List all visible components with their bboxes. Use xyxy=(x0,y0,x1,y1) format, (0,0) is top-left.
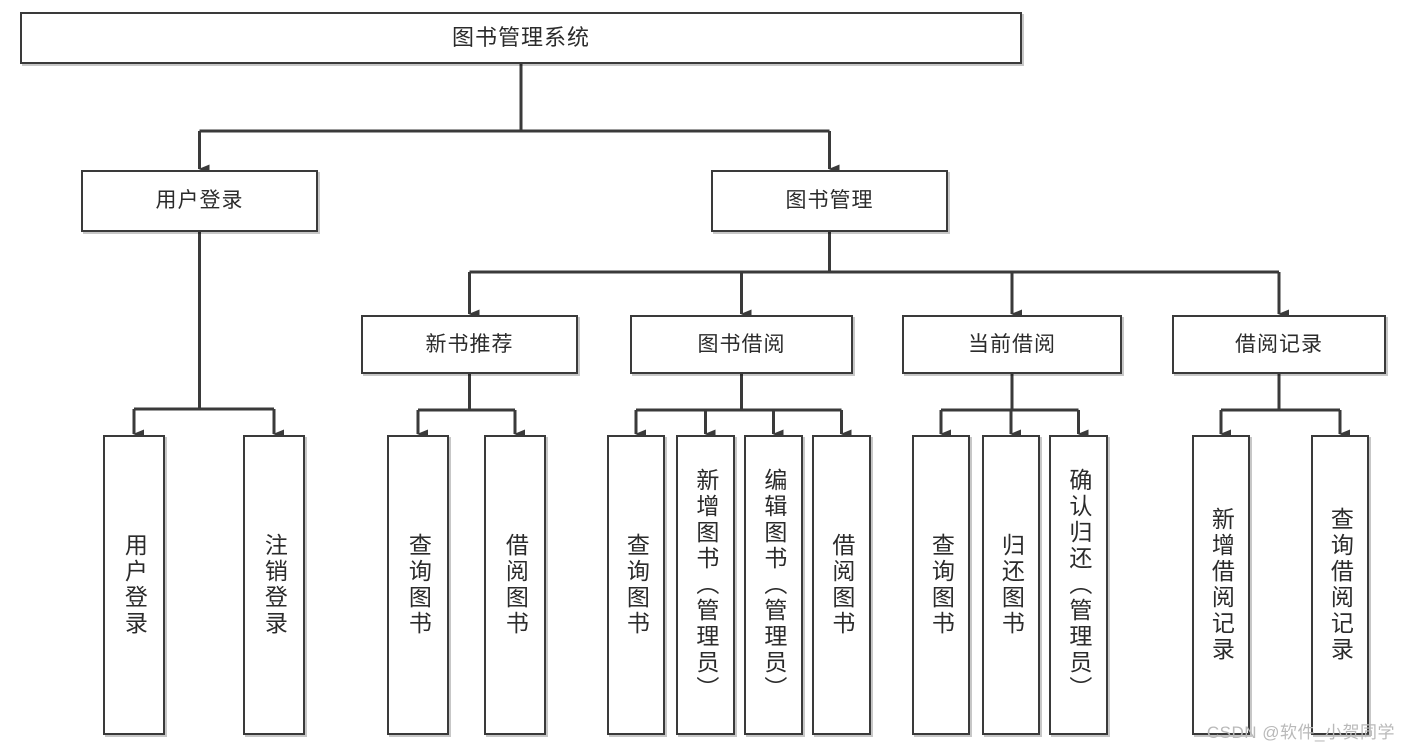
node-leaf-borrow-book-1[interactable]: 借阅图书 xyxy=(484,435,546,735)
node-leaf-add-book[interactable]: 新增图书（管理员） xyxy=(676,435,735,735)
node-leaf-query-book-3[interactable]: 查询图书 xyxy=(912,435,970,735)
node-label: 归还图书 xyxy=(998,533,1025,637)
node-book-manage[interactable]: 图书管理 xyxy=(711,170,948,232)
node-label: 查询借阅记录 xyxy=(1327,507,1354,663)
node-leaf-user-login[interactable]: 用户登录 xyxy=(103,435,165,735)
node-label: 查询图书 xyxy=(623,533,650,637)
node-book-borrow[interactable]: 图书借阅 xyxy=(630,315,853,374)
node-label: 查询图书 xyxy=(405,533,432,637)
node-label: 用户登录 xyxy=(155,189,244,213)
node-leaf-edit-book[interactable]: 编辑图书（管理员） xyxy=(744,435,803,735)
node-leaf-add-record[interactable]: 新增借阅记录 xyxy=(1192,435,1250,735)
node-label: 图书管理系统 xyxy=(451,24,590,50)
watermark-label: CSDN @软件_小贺同学 xyxy=(1206,723,1395,742)
node-leaf-query-record[interactable]: 查询借阅记录 xyxy=(1311,435,1369,735)
node-label: 新增图书（管理员） xyxy=(692,468,719,702)
node-root[interactable]: 图书管理系统 xyxy=(20,12,1022,64)
node-label: 新书推荐 xyxy=(425,332,514,356)
node-leaf-return-book[interactable]: 归还图书 xyxy=(982,435,1040,735)
node-borrow-record[interactable]: 借阅记录 xyxy=(1172,315,1386,374)
node-new-book-rec[interactable]: 新书推荐 xyxy=(361,315,578,374)
node-label: 借阅图书 xyxy=(828,533,855,637)
node-label: 注销登录 xyxy=(261,533,288,637)
node-user-login[interactable]: 用户登录 xyxy=(81,170,318,232)
node-label: 借阅图书 xyxy=(502,533,529,637)
node-label: 查询图书 xyxy=(928,533,955,637)
node-leaf-logout[interactable]: 注销登录 xyxy=(243,435,305,735)
node-label: 确认归还（管理员） xyxy=(1065,468,1092,702)
node-leaf-confirm-return[interactable]: 确认归还（管理员） xyxy=(1049,435,1108,735)
node-leaf-borrow-book-2[interactable]: 借阅图书 xyxy=(812,435,871,735)
node-current-borrow[interactable]: 当前借阅 xyxy=(902,315,1122,374)
edge-group xyxy=(132,64,1350,439)
node-label: 图书管理 xyxy=(785,189,874,213)
node-label: 图书借阅 xyxy=(697,332,786,356)
node-label: 编辑图书（管理员） xyxy=(760,468,787,702)
node-label: 新增借阅记录 xyxy=(1208,507,1235,663)
node-label: 当前借阅 xyxy=(968,332,1056,356)
node-leaf-query-book-2[interactable]: 查询图书 xyxy=(607,435,665,735)
node-label: 用户登录 xyxy=(121,533,148,637)
node-label: 借阅记录 xyxy=(1235,332,1323,356)
node-leaf-query-book-1[interactable]: 查询图书 xyxy=(387,435,449,735)
